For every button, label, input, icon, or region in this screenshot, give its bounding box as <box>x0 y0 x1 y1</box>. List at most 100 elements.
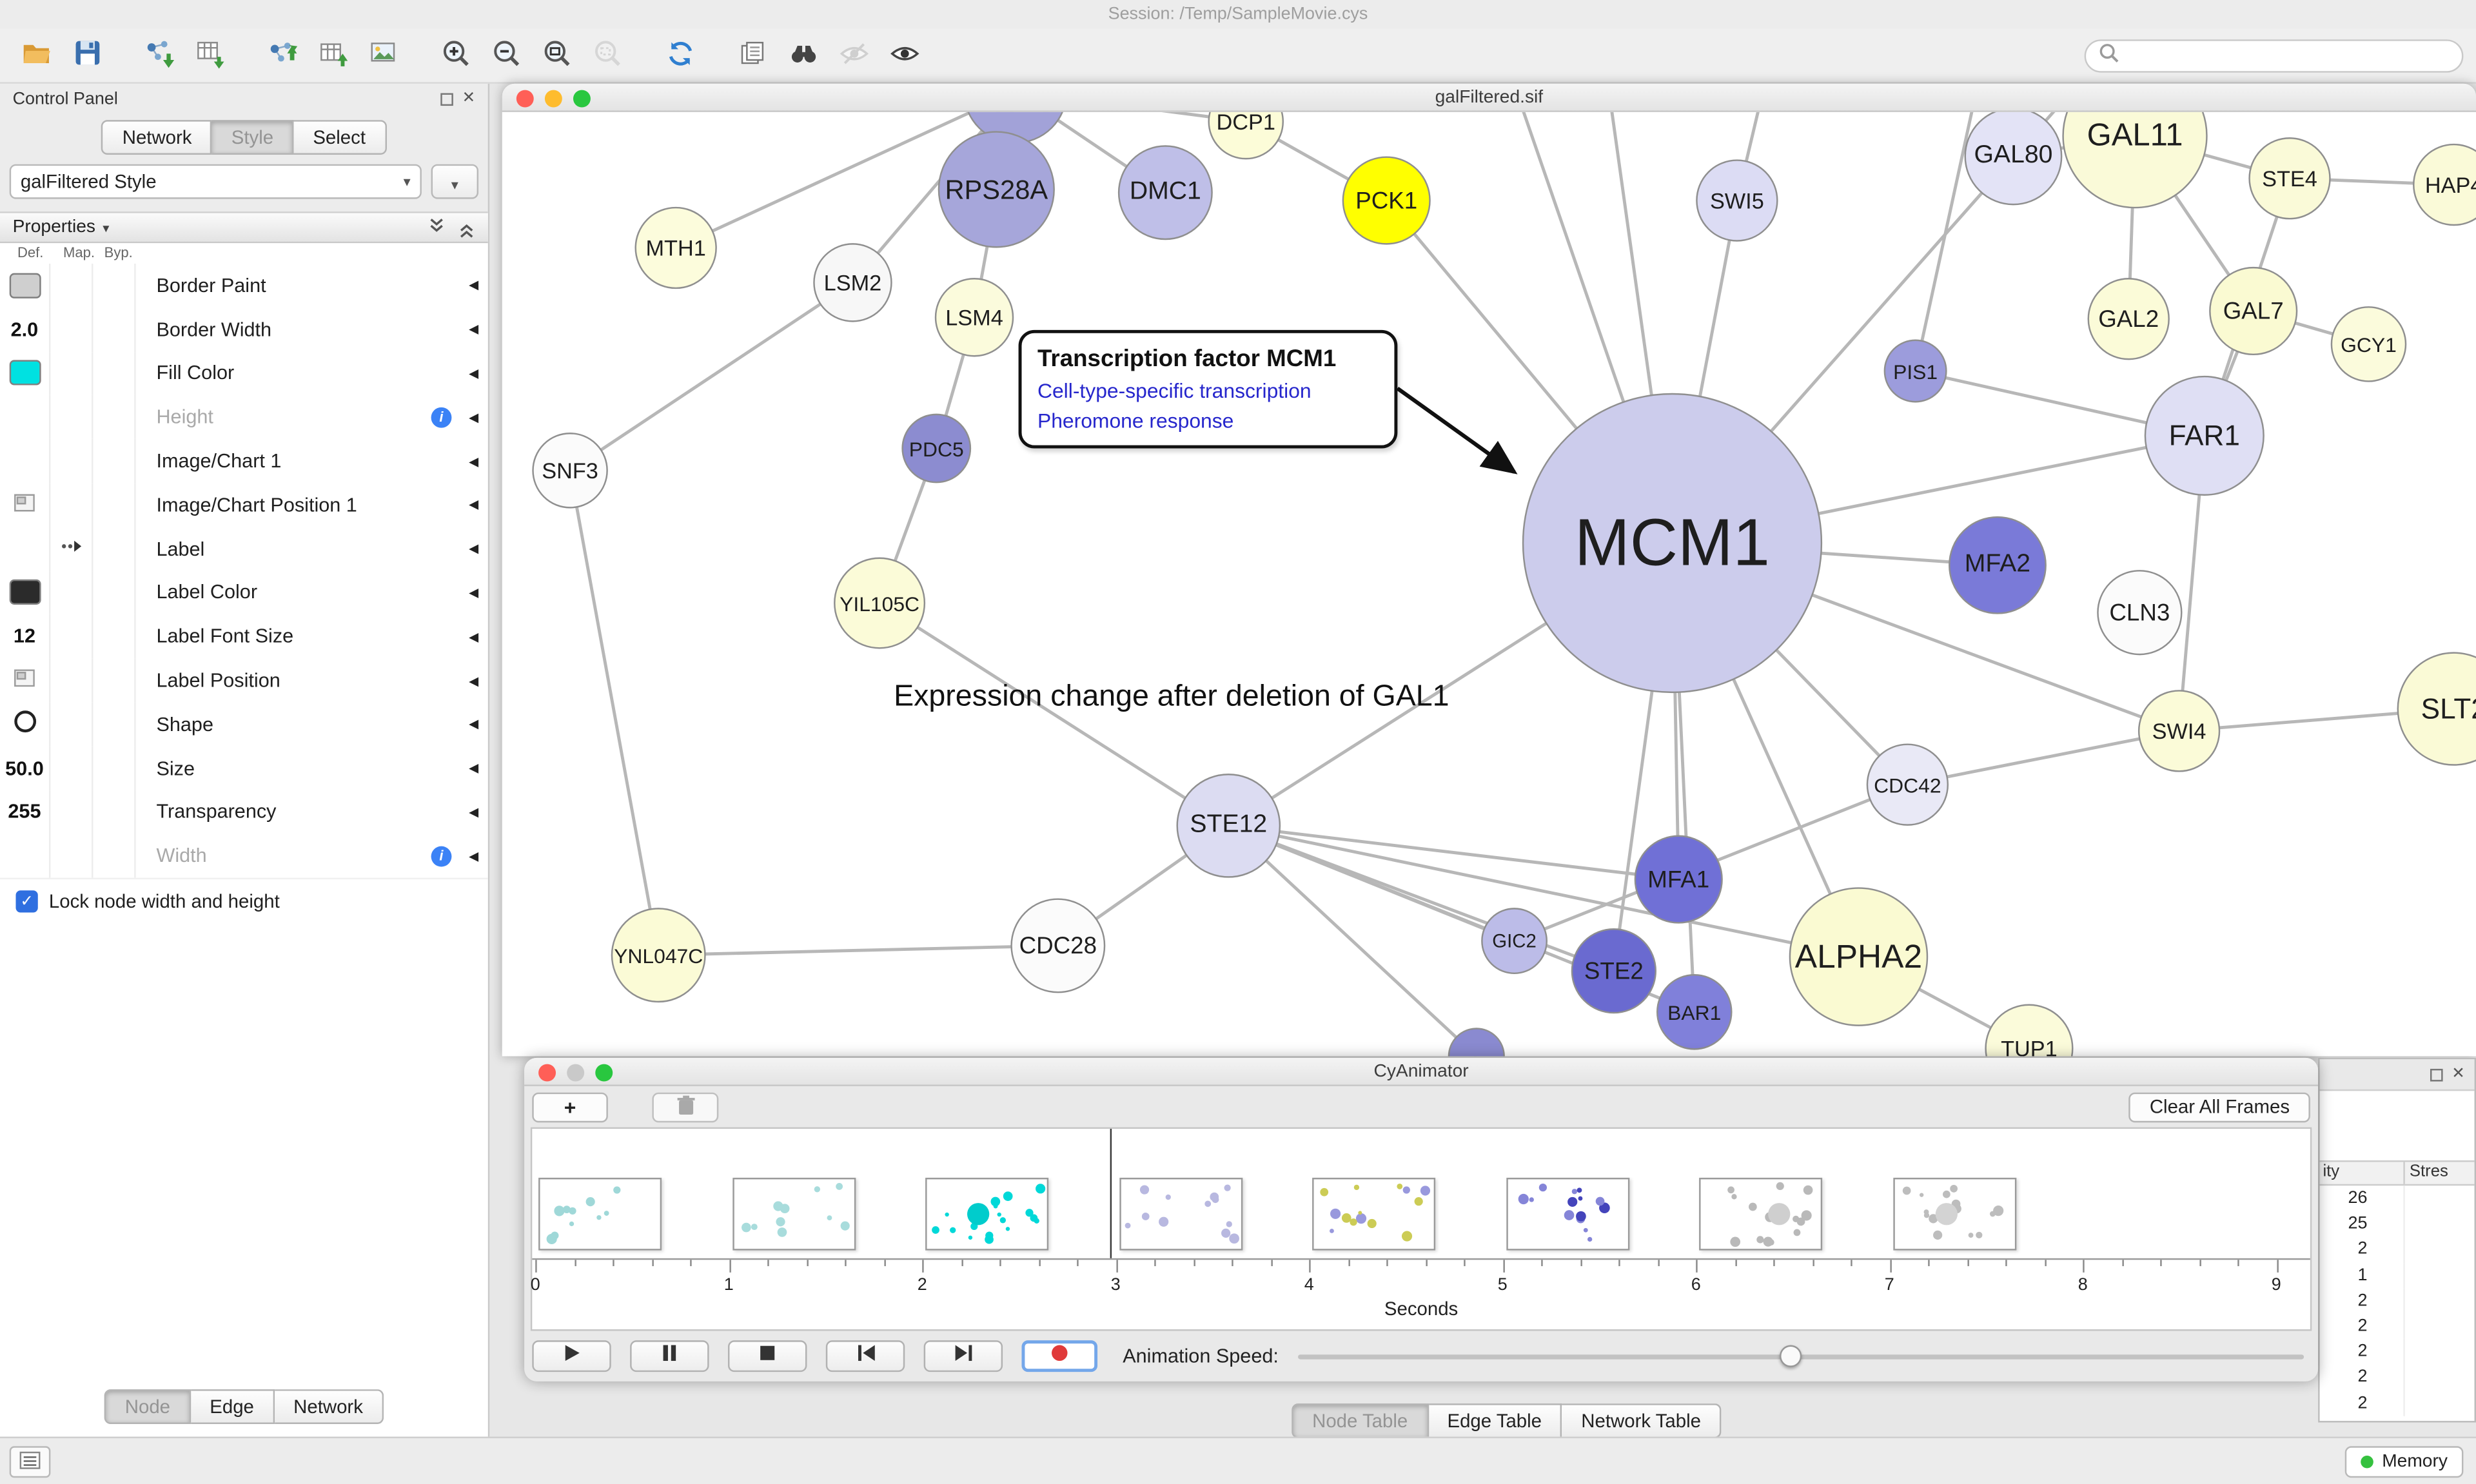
table-row[interactable]: 2 <box>2320 1236 2475 1263</box>
annotation-link[interactable]: Cell-type-specific transcription <box>1037 378 1312 403</box>
frame-thumbnail[interactable] <box>1506 1177 1629 1251</box>
default-cell[interactable] <box>0 571 51 615</box>
network-node-bar1[interactable]: BAR1 <box>1656 974 1733 1050</box>
annotation-box[interactable]: Transcription factor MCM1 Cell-type-spec… <box>1018 329 1398 449</box>
tab-select[interactable]: Select <box>293 120 386 155</box>
bypass-cell[interactable] <box>93 527 136 571</box>
mapping-cell[interactable] <box>50 834 93 879</box>
property-row[interactable]: Label Color◀ <box>0 571 488 615</box>
frame-thumbnail[interactable] <box>538 1177 662 1251</box>
expand-arrow-icon[interactable]: ◀ <box>469 717 479 732</box>
bypass-cell[interactable] <box>93 571 136 615</box>
refresh-button[interactable] <box>660 35 702 76</box>
zoom-window-icon[interactable] <box>573 90 591 108</box>
network-node-gic2[interactable]: GIC2 <box>1481 908 1548 975</box>
default-cell[interactable] <box>0 395 51 440</box>
float-panel-icon[interactable] <box>440 93 453 106</box>
network-node-ste2[interactable]: STE2 <box>1571 928 1656 1014</box>
mapping-cell[interactable] <box>50 790 93 834</box>
results-column-header[interactable]: Stres <box>2409 1162 2448 1181</box>
expand-arrow-icon[interactable]: ◀ <box>469 673 479 688</box>
network-node-ste4[interactable]: STE4 <box>2248 137 2331 220</box>
tab-edge[interactable]: Edge <box>190 1389 275 1424</box>
mapping-cell[interactable] <box>50 614 93 659</box>
default-cell[interactable]: 2.0 <box>0 308 51 352</box>
frame-thumbnail[interactable] <box>1699 1177 1823 1251</box>
default-cell[interactable]: 12 <box>0 614 51 659</box>
mapping-cell[interactable] <box>50 527 93 571</box>
network-node-snf3[interactable]: SNF3 <box>532 433 608 509</box>
frame-thumbnail[interactable] <box>1119 1177 1243 1251</box>
save-button[interactable] <box>66 35 108 76</box>
network-node-lsm4[interactable]: LSM4 <box>934 278 1014 357</box>
default-cell[interactable]: 255 <box>0 790 51 834</box>
find-button[interactable] <box>783 35 825 76</box>
expand-arrow-icon[interactable]: ◀ <box>469 761 479 776</box>
tab-network[interactable]: Network <box>274 1389 384 1424</box>
expand-arrow-icon[interactable]: ◀ <box>469 278 479 293</box>
network-node-mth1[interactable]: MTH1 <box>634 206 717 289</box>
default-cell[interactable] <box>0 527 51 571</box>
mapping-cell[interactable] <box>50 746 93 790</box>
network-node-ste12[interactable]: STE12 <box>1176 774 1281 878</box>
expand-arrow-icon[interactable]: ◀ <box>469 498 479 513</box>
record-button[interactable] <box>1021 1339 1098 1371</box>
bypass-cell[interactable] <box>93 439 136 483</box>
property-row[interactable]: Shape◀ <box>0 702 488 747</box>
table-row[interactable]: 2 <box>2320 1364 2475 1391</box>
expand-arrow-icon[interactable]: ◀ <box>469 410 479 425</box>
frame-thumbnail[interactable] <box>732 1177 856 1251</box>
zoom-in-button[interactable] <box>436 35 477 76</box>
property-row[interactable]: Image/Chart 1◀ <box>0 439 488 483</box>
network-node-swi4[interactable]: SWI4 <box>2137 690 2221 772</box>
mapping-cell[interactable] <box>50 658 93 703</box>
style-selector[interactable]: galFiltered Style ▾ <box>9 164 422 199</box>
network-node-lsm2[interactable]: LSM2 <box>813 243 892 322</box>
mapping-cell[interactable] <box>50 351 93 396</box>
expand-arrow-icon[interactable]: ◀ <box>469 366 479 381</box>
mapping-cell[interactable] <box>50 439 93 483</box>
property-row[interactable]: Image/Chart Position 1◀ <box>0 483 488 527</box>
expand-arrow-icon[interactable]: ◀ <box>469 322 479 337</box>
bypass-cell[interactable] <box>93 395 136 440</box>
zoom-selected-button[interactable] <box>587 35 629 76</box>
table-row[interactable]: 26 <box>2320 1186 2475 1211</box>
table-row[interactable]: 2 <box>2320 1313 2475 1340</box>
table-row[interactable]: 2 <box>2320 1339 2475 1365</box>
bypass-cell[interactable] <box>93 702 136 747</box>
default-cell[interactable] <box>0 834 51 879</box>
zoom-window-icon[interactable] <box>595 1064 613 1082</box>
close-results-icon[interactable]: ✕ <box>2451 1064 2465 1082</box>
results-column-header[interactable]: ity <box>2320 1162 2405 1184</box>
network-node-cln3[interactable]: CLN3 <box>2097 570 2183 656</box>
network-node-mcm1[interactable]: MCM1 <box>1522 393 1823 694</box>
mapping-cell[interactable] <box>50 263 93 308</box>
property-row[interactable]: Label◀ <box>0 527 488 571</box>
close-window-icon[interactable] <box>538 1064 556 1082</box>
minimize-window-icon[interactable] <box>544 90 562 108</box>
default-cell[interactable] <box>0 483 51 527</box>
tab-network[interactable]: Network <box>101 120 213 155</box>
mapping-cell[interactable] <box>50 702 93 747</box>
expand-arrow-icon[interactable]: ◀ <box>469 585 479 600</box>
import-network-button[interactable] <box>139 35 181 76</box>
bypass-cell[interactable] <box>93 658 136 703</box>
search-input[interactable] <box>2127 46 2450 66</box>
expand-arrow-icon[interactable]: ◀ <box>469 848 479 863</box>
table-row[interactable]: 2 <box>2320 1287 2475 1314</box>
default-cell[interactable] <box>0 702 51 747</box>
bypass-cell[interactable] <box>93 351 136 396</box>
table-row[interactable]: 25 <box>2320 1211 2475 1237</box>
network-node-mfa1[interactable]: MFA1 <box>1634 835 1723 924</box>
tab-style[interactable]: Style <box>212 120 294 155</box>
bypass-cell[interactable] <box>93 790 136 834</box>
network-node-gal2[interactable]: GAL2 <box>2087 278 2170 360</box>
lock-checkbox[interactable]: ✓ <box>15 890 38 913</box>
network-node-hap4[interactable]: HAP4 <box>2413 143 2476 226</box>
mapping-cell[interactable] <box>50 395 93 440</box>
expand-arrow-icon[interactable]: ◀ <box>469 805 479 819</box>
